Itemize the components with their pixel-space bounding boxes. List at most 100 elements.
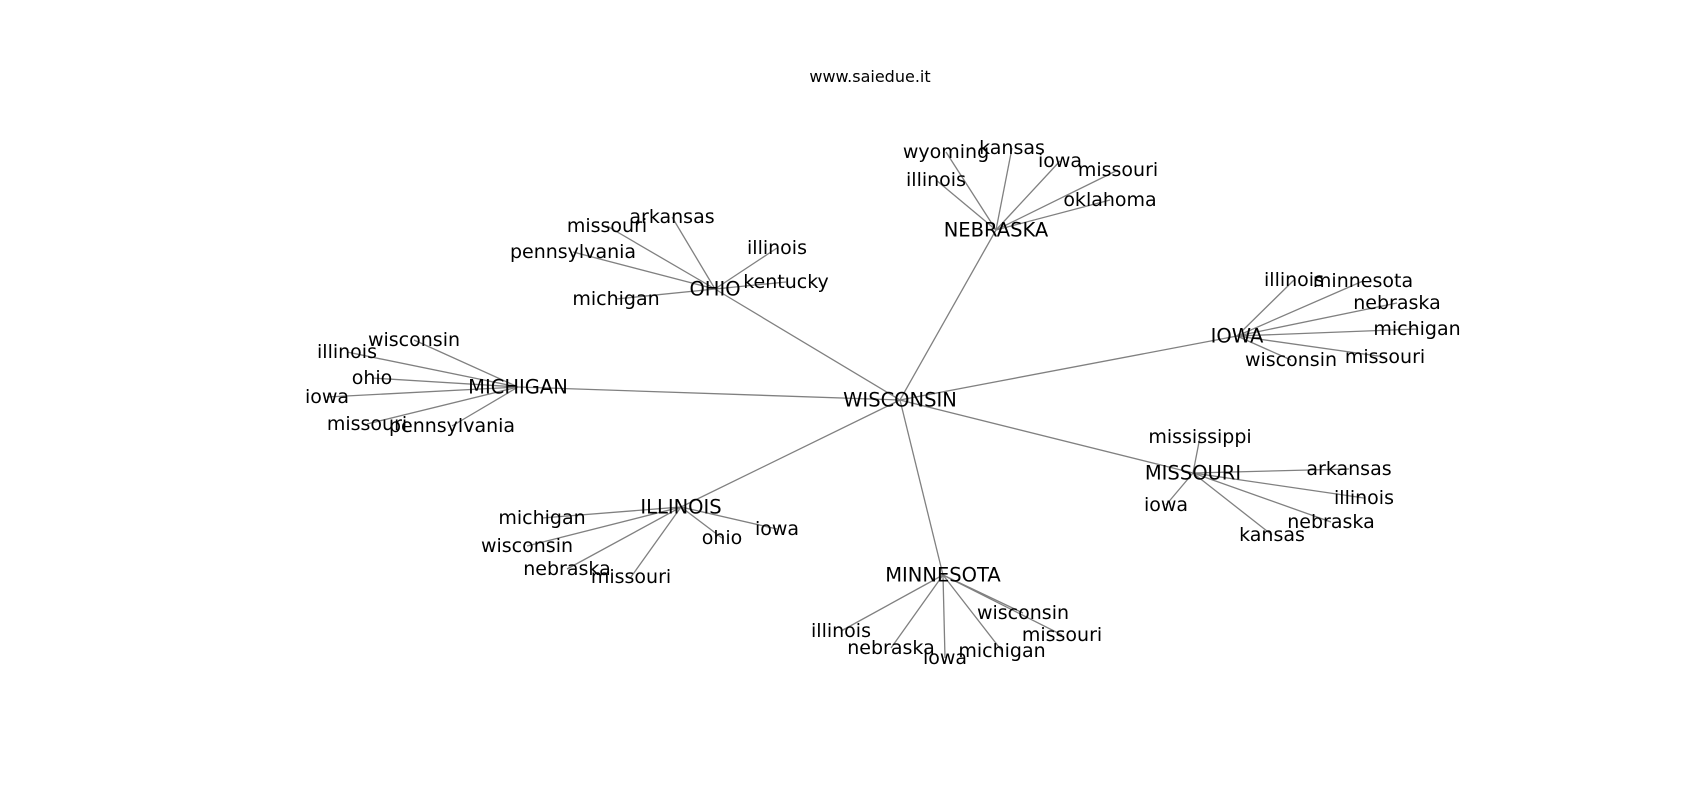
node-leaf-missouri-illinois: illinois [1334,487,1394,509]
node-leaf-iowa-minnesota: minnesota [1313,270,1413,292]
node-leaf-nebraska-kansas: kansas [979,137,1045,159]
edge-illinois-nebraska [566,506,682,570]
node-leaf-minnesota-nebraska: nebraska [847,637,934,659]
edge-minnesota-michigan [942,574,1003,652]
node-hub-nebraska: NEBRASKA [944,219,1049,242]
edge-nebraska-kansas [995,147,1013,231]
edge-missouri-mississippi [1192,436,1201,474]
edge-illinois-wisconsin [526,506,682,547]
node-leaf-michigan-pennsylvania: pennsylvania [389,415,515,437]
node-leaf-ohio-missouri: missouri [567,215,647,237]
node-leaf-illinois-missouri: missouri [591,566,671,588]
node-leaf-michigan-illinois: illinois [317,341,377,363]
node-hub-minnesota: MINNESOTA [885,564,1001,587]
node-leaf-illinois-iowa: iowa [755,518,799,540]
edge-michigan-pennsylvania [451,386,519,427]
node-leaf-missouri-mississippi: mississippi [1148,426,1251,448]
edge-root-nebraska [899,229,997,401]
edge-ohio-missouri [606,225,716,290]
edge-nebraska-wyoming [945,151,997,231]
edge-ohio-arkansas [671,216,716,290]
edge-iowa-illinois [1236,279,1295,337]
edge-iowa-minnesota [1236,280,1364,337]
node-leaf-michigan-ohio: ohio [352,367,393,389]
node-leaf-nebraska-oklahoma: oklahoma [1063,189,1156,211]
node-leaf-iowa-illinois: illinois [1264,269,1324,291]
edge-minnesota-iowa [942,574,946,659]
edge-michigan-ohio [371,377,519,388]
node-leaf-iowa-wisconsin: wisconsin [1245,349,1337,371]
edge-michigan-missouri [366,386,519,425]
edge-illinois-ohio [680,506,723,539]
edge-nebraska-oklahoma [995,199,1111,231]
node-hub-illinois: ILLINOIS [640,496,721,519]
node-hub-iowa: IOWA [1211,325,1264,348]
node-hub-michigan: MICHIGAN [468,376,568,399]
node-hub-missouri: MISSOURI [1145,462,1241,485]
node-leaf-illinois-nebraska: nebraska [523,558,610,580]
edge-missouri-nebraska [1192,472,1332,523]
edge-ohio-pennsylvania [572,251,716,290]
node-leaf-iowa-michigan: michigan [1373,318,1460,340]
edge-nebraska-missouri [995,169,1119,231]
node-hub-ohio: OHIO [689,278,740,301]
node-leaf-michigan-missouri: missouri [327,413,407,435]
node-leaf-minnesota-wisconsin: wisconsin [977,602,1069,624]
edge-nebraska-iowa [995,160,1061,231]
node-root: WISCONSIN [843,389,957,412]
node-leaf-minnesota-michigan: michigan [958,640,1045,662]
node-leaf-minnesota-missouri: missouri [1022,624,1102,646]
edge-missouri-arkansas [1192,468,1350,474]
edge-ohio-michigan [615,288,716,300]
node-leaf-minnesota-iowa: iowa [923,647,967,669]
graph-labels: WISCONSINNEBRASKAwyomingkansasillinoisio… [305,137,1461,669]
node-leaf-nebraska-wyoming: wyoming [903,141,989,163]
edge-michigan-iowa [326,386,519,398]
node-leaf-nebraska-missouri: missouri [1078,159,1158,181]
node-leaf-missouri-arkansas: arkansas [1306,458,1391,480]
edge-root-illinois [680,399,901,508]
node-leaf-illinois-michigan: michigan [498,507,585,529]
edge-iowa-missouri [1236,335,1386,358]
edge-minnesota-missouri [942,574,1063,636]
node-leaf-nebraska-illinois: illinois [906,169,966,191]
edge-root-iowa [899,335,1238,401]
graph-edges [326,147,1418,659]
edge-ohio-illinois [714,247,778,290]
node-leaf-minnesota-illinois: illinois [811,620,871,642]
edge-michigan-illinois [346,351,519,388]
edge-iowa-michigan [1236,328,1418,337]
edge-ohio-kentucky [714,281,787,290]
edge-iowa-nebraska [1236,302,1398,337]
node-leaf-illinois-ohio: ohio [702,527,743,549]
edge-illinois-michigan [541,506,682,519]
node-leaf-missouri-kansas: kansas [1239,524,1305,546]
node-leaf-ohio-illinois: illinois [747,237,807,259]
edge-missouri-iowa [1165,472,1194,506]
node-leaf-iowa-nebraska: nebraska [1353,292,1440,314]
edge-root-missouri [899,399,1194,474]
page-title: www.saiedue.it [809,67,930,86]
node-leaf-ohio-arkansas: arkansas [629,206,714,228]
node-leaf-illinois-wisconsin: wisconsin [481,535,573,557]
node-leaf-ohio-kentucky: kentucky [743,271,829,293]
edge-minnesota-illinois [840,574,944,632]
edge-illinois-iowa [680,506,778,530]
edge-root-michigan [517,386,901,401]
edge-illinois-missouri [630,506,682,578]
node-leaf-michigan-wisconsin: wisconsin [368,329,460,351]
edge-minnesota-nebraska [890,574,944,649]
edge-iowa-wisconsin [1236,335,1292,361]
edge-missouri-illinois [1192,472,1365,499]
edge-root-minnesota [899,399,944,576]
edge-root-ohio [714,288,901,401]
edge-nebraska-illinois [935,179,997,231]
node-leaf-iowa-missouri: missouri [1345,346,1425,368]
node-leaf-nebraska-iowa: iowa [1038,150,1082,172]
node-leaf-ohio-pennsylvania: pennsylvania [510,241,636,263]
node-leaf-missouri-nebraska: nebraska [1287,511,1374,533]
edge-michigan-wisconsin [413,339,519,388]
node-leaf-missouri-iowa: iowa [1144,494,1188,516]
node-leaf-michigan-iowa: iowa [305,386,349,408]
